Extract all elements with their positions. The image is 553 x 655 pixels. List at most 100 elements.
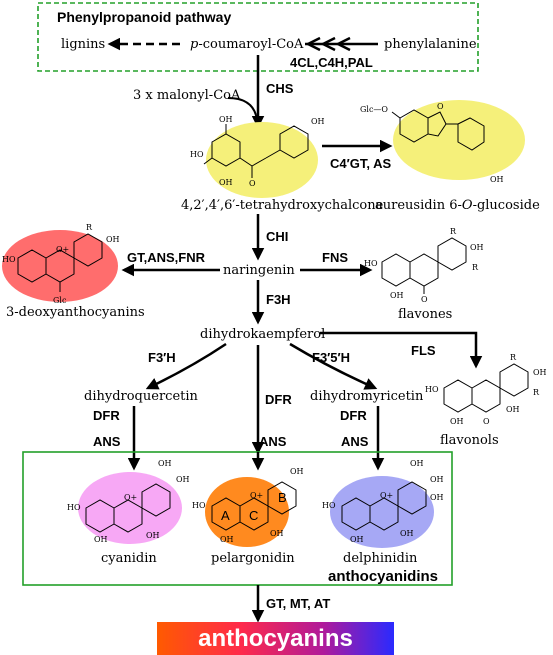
flavonol-o: O — [483, 417, 490, 426]
f3prime5prime-h-arrow — [289, 342, 378, 390]
fns-label: FNS — [322, 250, 348, 265]
chi-label: CHI — [266, 229, 288, 244]
flavonol-structure — [443, 363, 529, 413]
cyanidin-label: cyanidin — [101, 551, 157, 566]
cyanidin-o-plus: O+ — [124, 493, 137, 502]
cyanidin-highlight — [78, 472, 182, 544]
fls-label: FLS — [411, 343, 436, 358]
deoxy-oh: OH — [106, 235, 120, 244]
flavone-r-1: R — [450, 227, 457, 236]
phenylpropanoid-title: Phenylpropanoid pathway — [57, 9, 231, 25]
aureusidin-oh: OH — [490, 175, 504, 184]
chalcone-label: 4,2′,4′,6′-tetrahydroxychalcone — [181, 198, 384, 213]
gt-ans-fnr-label: GT,ANS,FNR — [127, 250, 206, 265]
aureusidin-structure — [391, 109, 485, 151]
lignins-label: lignins — [61, 37, 105, 52]
delphinidin-highlight — [330, 476, 434, 548]
delphinidin-oh-5: OH — [350, 535, 364, 544]
aureusidin-o: O — [437, 102, 444, 111]
dihydroquercetin-label: dihydroquercetin — [84, 389, 199, 404]
ans-right-label: ANS — [341, 434, 369, 449]
deoxy-o-plus: O+ — [56, 245, 69, 254]
pelargonidin-label: pelargonidin — [211, 551, 295, 566]
phenylalanine-label: phenylalanine — [384, 37, 477, 52]
pal-arrow-head-2 — [320, 36, 336, 52]
chs-label: CHS — [266, 81, 294, 96]
pelargonidin-structure — [211, 481, 297, 531]
flavones-label: flavones — [398, 307, 452, 322]
dfr-mid-label: DFR — [265, 392, 292, 407]
flavone-ho: HO — [364, 259, 378, 268]
pal-enzymes-label: 4CL,C4H,PAL — [290, 55, 373, 70]
coumaroyl-coa-label: p-coumaroyl-CoA — [190, 37, 304, 52]
malonyl-join-arrow — [227, 97, 258, 121]
delphinidin-oh-3: OH — [430, 493, 444, 502]
naringenin-label: naringenin — [223, 263, 295, 278]
anthocyanins-label: anthocyanins — [198, 624, 353, 652]
pelargonidin-ho: HO — [192, 501, 206, 510]
delphinidin-o-plus: O+ — [380, 491, 393, 500]
deoxyanthocyanins-label: 3-deoxyanthocyanins — [6, 305, 145, 320]
flavone-oh-2: OH — [390, 291, 404, 300]
flavonol-oh-2: OH — [450, 417, 464, 426]
flavone-oh: OH — [470, 243, 484, 252]
chalcone-structure — [203, 124, 309, 178]
deoxy-structure — [17, 233, 103, 292]
aureusidin-glc-o: Glc—O — [360, 105, 388, 114]
f3prime5prime-h-label: F3′5′H — [312, 350, 350, 365]
pelargonidin-oh-1: OH — [290, 467, 304, 476]
dihydromyricetin-label: dihydromyricetin — [310, 389, 424, 404]
dfr-left-label: DFR — [93, 408, 120, 423]
deoxy-r: R — [86, 223, 93, 232]
deoxy-ho: HO — [2, 255, 16, 264]
chalcone-oh-3: OH — [311, 117, 325, 126]
delphinidin-structure — [341, 481, 427, 531]
cyanidin-oh-2: OH — [176, 475, 190, 484]
anthocyanidins-box — [22, 451, 453, 586]
ring-b-label: B — [278, 490, 287, 505]
pelargonidin-oh-2: OH — [270, 529, 284, 538]
malonyl-coa-label: 3 x malonyl-CoA — [133, 88, 241, 103]
f3h-label: F3H — [266, 292, 291, 307]
ans-mid-label: ANS — [259, 434, 287, 449]
chalcone-o: O — [249, 179, 256, 188]
flavonols-label: flavonols — [440, 433, 499, 448]
pal-arrow-head-1 — [305, 36, 321, 52]
ans-left-label: ANS — [93, 434, 121, 449]
flavonol-oh-3: OH — [506, 405, 520, 414]
delphinidin-oh-2: OH — [430, 475, 444, 484]
chalcone-ho: HO — [190, 150, 204, 159]
flavone-structure — [381, 237, 467, 294]
ring-c-label: C — [249, 508, 258, 523]
cyanidin-oh-3: OH — [146, 531, 160, 540]
ring-a-label: A — [221, 508, 230, 523]
anthocyanins-banner: anthocyanins — [157, 622, 394, 655]
pelargonidin-o-plus: O+ — [250, 491, 263, 500]
flavonol-ho: HO — [425, 385, 439, 394]
deoxy-highlight — [2, 230, 118, 302]
final-enzymes-label: GT, MT, AT — [266, 596, 330, 611]
f3prime-h-label: F3′H — [148, 350, 176, 365]
flavone-r-2: R — [472, 263, 479, 272]
aureusidin-label: aureusidin 6-O-glucoside — [375, 198, 540, 213]
flavone-o: O — [421, 295, 428, 304]
cyanidin-oh-4: OH — [94, 535, 108, 544]
chalcone-oh-2: OH — [219, 178, 233, 187]
cyanidin-structure — [85, 483, 171, 533]
dfr-right-label: DFR — [340, 408, 367, 423]
chalcone-oh-1: OH — [219, 115, 233, 124]
pelargonidin-oh-3: OH — [220, 535, 234, 544]
flavonol-r-2: R — [533, 388, 540, 397]
fls-arrow — [320, 331, 483, 369]
delphinidin-oh-4: OH — [400, 529, 414, 538]
flavonol-r-1: R — [510, 353, 517, 362]
delphinidin-ho: HO — [322, 501, 336, 510]
cyanidin-ho: HO — [67, 503, 81, 512]
delphinidin-label: delphinidin — [343, 551, 418, 566]
f3prime-h-arrow — [145, 342, 227, 390]
flavonol-oh-1: OH — [533, 368, 547, 377]
delphinidin-oh-1: OH — [410, 459, 424, 468]
c4gt-as-label: C4′GT, AS — [330, 156, 391, 171]
